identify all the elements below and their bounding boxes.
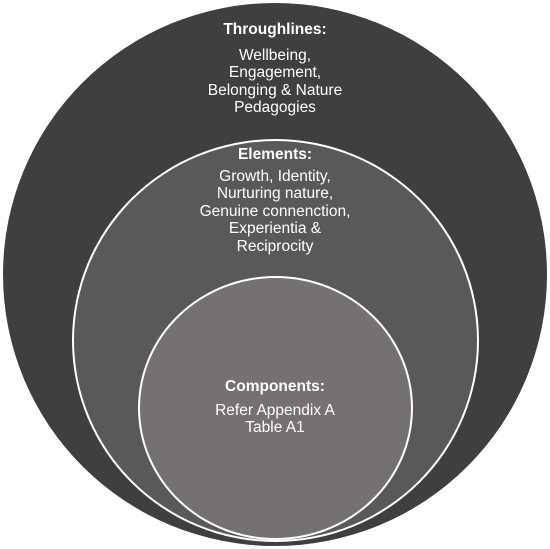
elements-line-4: Experientia & (228, 220, 322, 237)
throughlines-line-4: Pedagogies (234, 99, 316, 116)
throughlines-line-3: Belonging & Nature (207, 81, 343, 99)
throughlines-line-1: Wellbeing, (238, 46, 312, 64)
components-heading: Components: (225, 378, 325, 395)
elements-line-1: Growth, Identity, (219, 167, 331, 185)
components-circle (138, 276, 413, 540)
elements-heading: Elements: (237, 146, 313, 163)
elements-label: Elements: Growth, Identity, Nurturing na… (0, 146, 550, 255)
components-line-1: Refer Appendix A (215, 401, 335, 419)
elements-line-2: Nurturing nature, (216, 185, 334, 202)
throughlines-heading: Throughlines: (223, 21, 327, 38)
throughlines-label: Throughlines: Wellbeing, Engagement, Bel… (0, 21, 550, 117)
throughlines-line-2: Engagement, (228, 64, 322, 81)
components-label: Components: Refer Appendix A Table A1 (0, 378, 550, 437)
components-line-2: Table A1 (245, 419, 305, 436)
elements-line-5: Reciprocity (236, 237, 314, 255)
elements-line-3: Genuine connenction, (199, 202, 351, 220)
